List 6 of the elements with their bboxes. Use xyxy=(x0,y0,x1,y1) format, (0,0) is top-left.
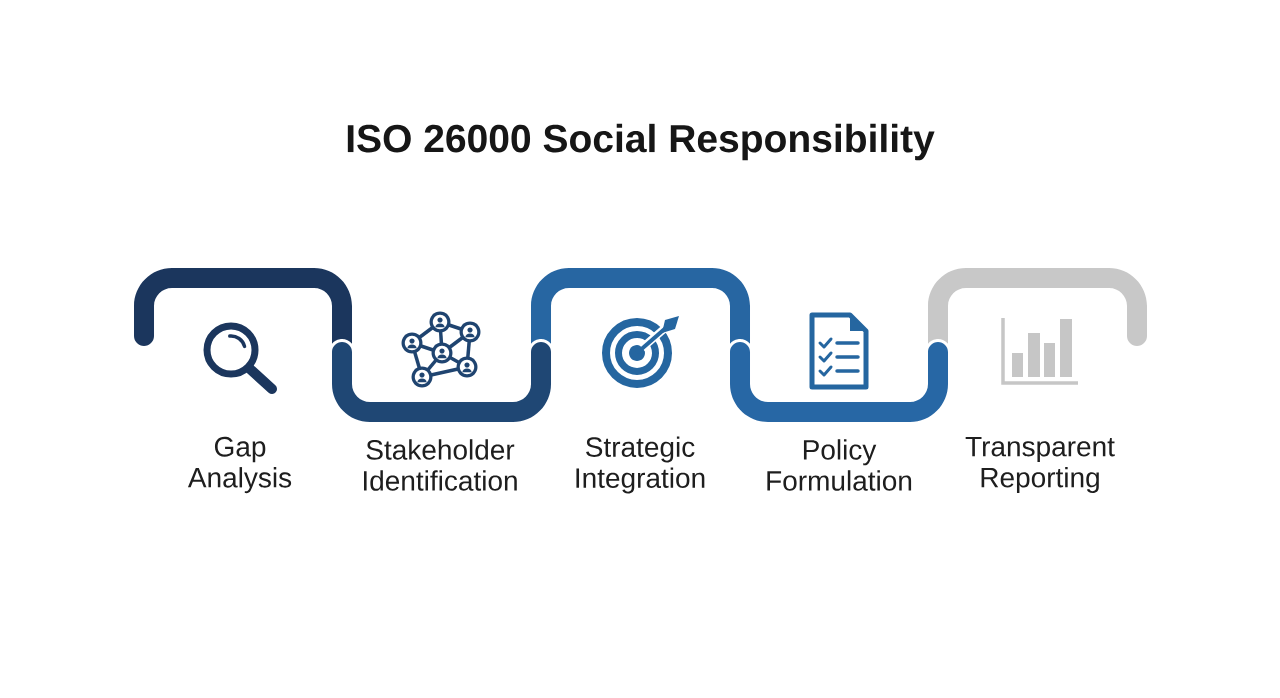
title: ISO 26000 Social Responsibility xyxy=(347,123,935,161)
step-label: Gap Analysis xyxy=(187,436,292,494)
step-label: Stakeholder Identification xyxy=(364,439,517,491)
step-label: Policy Formulation xyxy=(767,439,912,491)
step-label: Transparent Reporting xyxy=(965,436,1115,493)
step-label: Strategic Integration xyxy=(576,436,705,494)
